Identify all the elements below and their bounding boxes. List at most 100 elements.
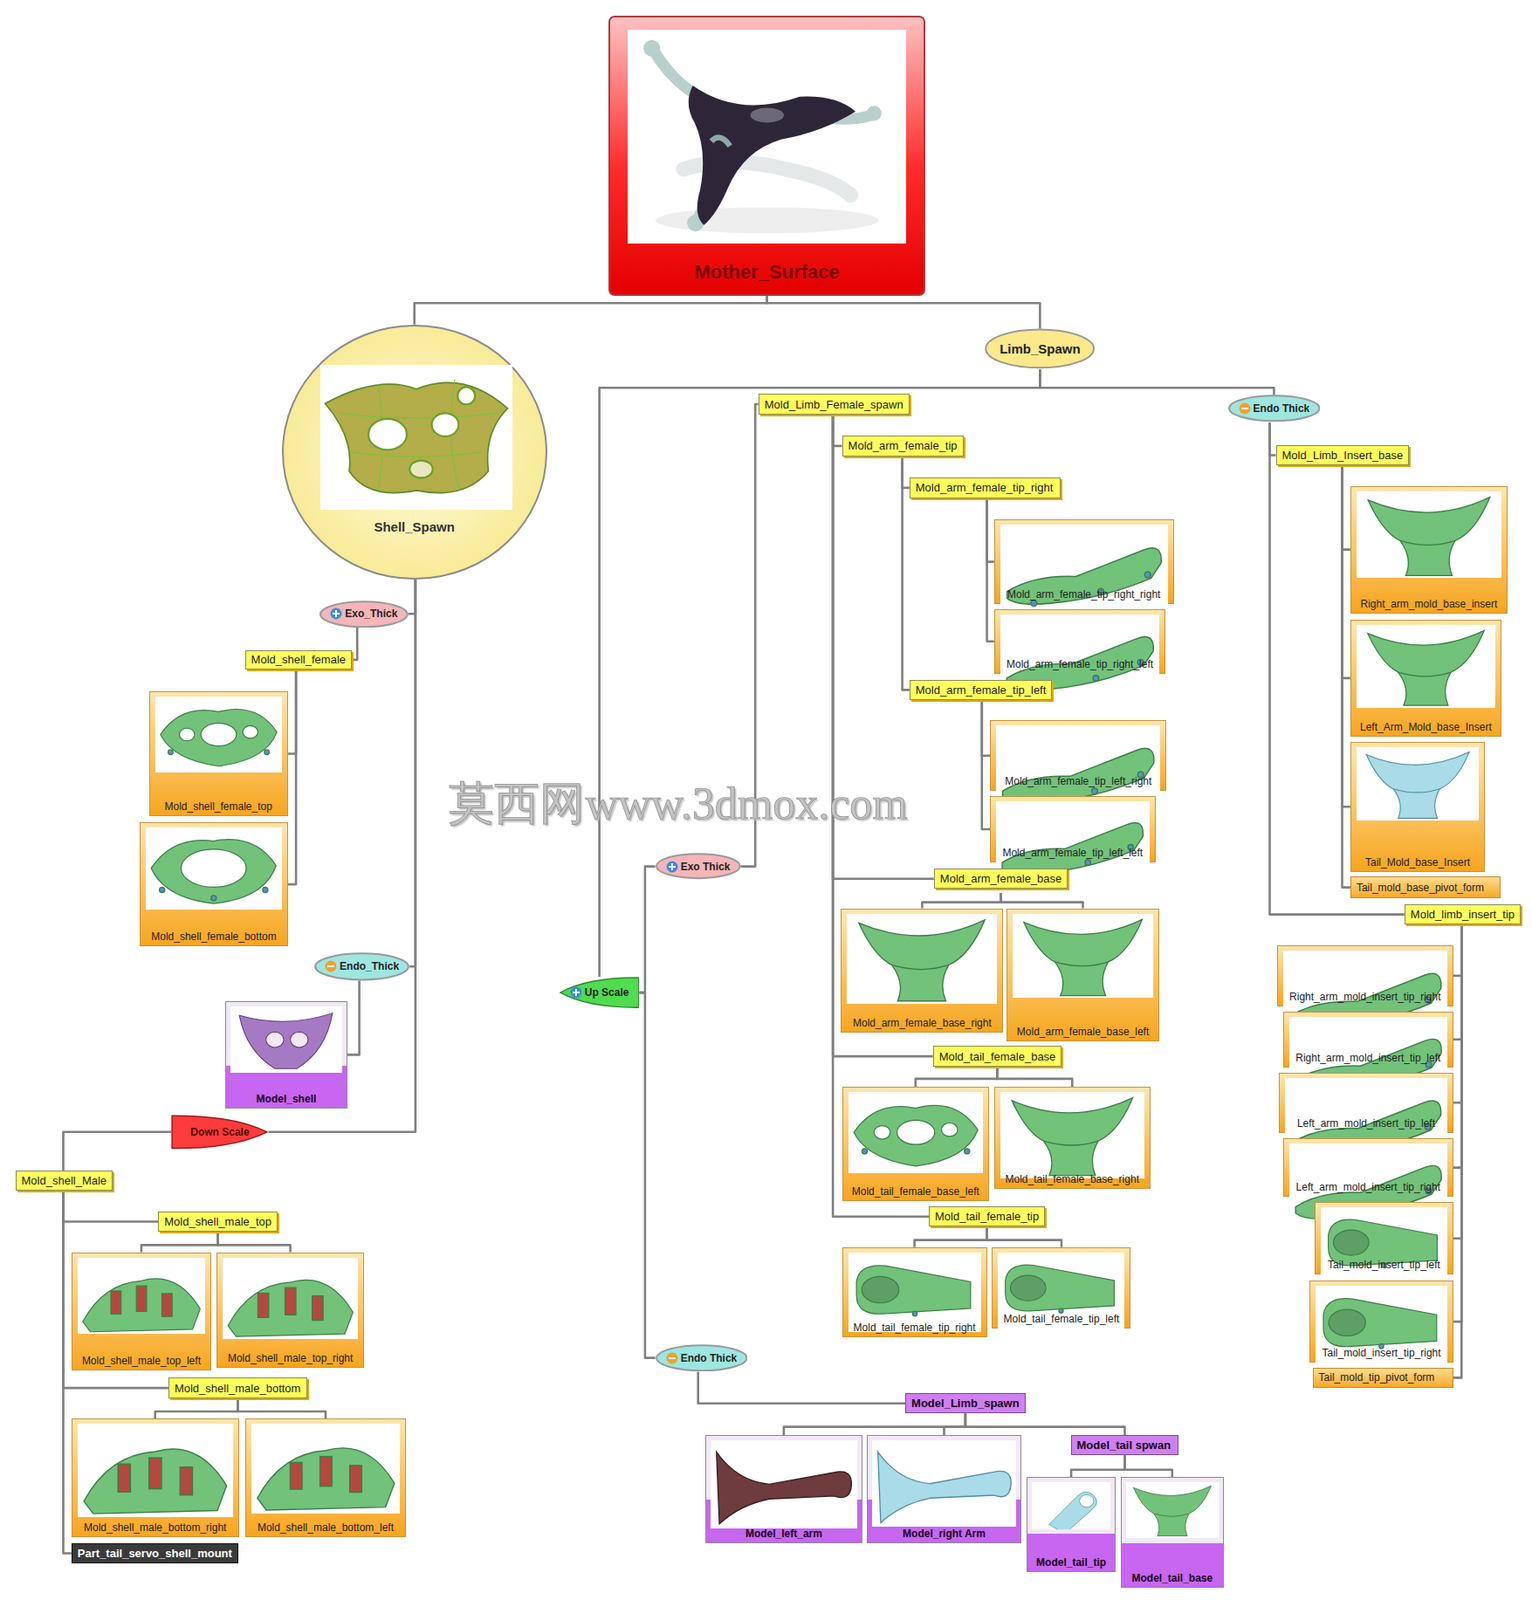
- part-label: Tail_mold_tip_pivot_form: [1312, 1367, 1454, 1388]
- node-label: Tail_mold_insert_tip_right: [1322, 1346, 1442, 1360]
- node-label: Mold_arm_female_tip_left: [915, 683, 1047, 697]
- part-thumbnail: Mold_arm_female_tip_right_left: [994, 609, 1166, 674]
- shape-detail: [368, 419, 407, 450]
- connector-line: [347, 981, 360, 1056]
- connector-line: [987, 498, 995, 642]
- model-thumbnail: Model_left_arm: [705, 1435, 863, 1544]
- shape-detail: [339, 378, 499, 490]
- shape-detail: [560, 977, 639, 1008]
- shape-detail: [1366, 752, 1470, 819]
- shape-detail: [1323, 1298, 1437, 1347]
- shape-detail: [319, 1456, 332, 1487]
- shape-detail: [877, 1451, 1011, 1523]
- part-illustration: [1320, 1207, 1448, 1284]
- shape-detail: [1328, 1310, 1366, 1337]
- connector-line: [915, 1066, 998, 1087]
- branch-ellipse: Limb_Spawn: [984, 328, 1095, 370]
- node-label: Left_arm_mold_insert_tip_left: [1297, 1117, 1436, 1130]
- part-thumbnail: Mold_shell_male_top_left: [71, 1252, 212, 1372]
- part-illustration: [145, 827, 282, 909]
- shape-detail: [1229, 396, 1320, 422]
- operation-ellipse: Endo Thick: [1228, 394, 1321, 423]
- connector-line: [982, 700, 990, 756]
- group-label: Mold_arm_female_tip: [842, 435, 964, 456]
- group-label: Mold_arm_female_tip_left: [909, 680, 1053, 701]
- connector-line: [698, 1371, 906, 1403]
- shape-detail: [332, 610, 340, 618]
- connector-line: [1342, 465, 1351, 807]
- connector-line: [1039, 369, 1274, 395]
- node-label: Mold_arm_female_base: [940, 872, 1062, 886]
- connector-line: [987, 1226, 1062, 1247]
- part-illustration: [77, 1257, 206, 1335]
- shape-detail: [83, 1449, 227, 1514]
- operation-ellipse: Exo Thick: [655, 852, 742, 880]
- shape-detail: [240, 1013, 334, 1070]
- part-illustration: [848, 1252, 982, 1333]
- shape-detail: [1393, 789, 1440, 793]
- shape-detail: [1011, 1098, 1133, 1176]
- connector-line: [288, 669, 296, 755]
- part-illustration: [77, 1423, 234, 1518]
- node-label: Tail_mold_base_pivot_form: [1356, 881, 1484, 894]
- shape-detail: [941, 1123, 958, 1137]
- node-label: Mold_arm_female_tip_left_right: [1004, 775, 1152, 788]
- shape-detail: [655, 206, 880, 234]
- node-label: Mold_shell_male_bottom_left: [257, 1521, 394, 1534]
- shape-detail: [668, 863, 676, 871]
- node-label: Model_tail spwan: [1077, 1438, 1172, 1452]
- shape-detail: [986, 329, 1095, 369]
- node-label: Mold_arm_female_tip_right_left: [1006, 658, 1154, 671]
- node-label: Right_arm_mold_insert_tip_right: [1289, 990, 1441, 1004]
- expand-icon: [666, 1352, 679, 1365]
- node-label: Mold_shell_male_bottom: [174, 1381, 302, 1395]
- connector-line: [1453, 924, 1462, 1322]
- part-label: Part_tail_servo_shell_mount: [71, 1543, 239, 1564]
- shape-detail: [1323, 1298, 1437, 1349]
- shape-detail: [856, 1265, 971, 1317]
- node-label: Mold_shell_male_bottom_right: [83, 1521, 227, 1534]
- node-label: Model_Limb_spawn: [911, 1396, 1020, 1410]
- group-label: Mold_tail_female_tip: [928, 1206, 1045, 1227]
- part-thumbnail: Left_arm_mold_insert_tip_left: [1278, 1072, 1454, 1134]
- node-label: Left_arm_mold_insert_tip_right: [1296, 1181, 1441, 1194]
- shape-detail: [858, 919, 985, 1001]
- connector-line: [63, 1132, 172, 1171]
- shape-detail: [1058, 1308, 1064, 1313]
- part-thumbnail: Mold_tail_female_base_left: [842, 1086, 990, 1202]
- shape-detail: [242, 725, 258, 739]
- shape-detail: [409, 460, 433, 478]
- shape-detail: [290, 1031, 309, 1048]
- node-label: Mold_Limb_Insert_base: [1282, 448, 1404, 462]
- shape-detail: [716, 1451, 852, 1524]
- shape-detail: [853, 1106, 978, 1167]
- node-label: Shell_Spawn: [373, 519, 455, 535]
- connector-line: [914, 1226, 988, 1247]
- shape-detail: [227, 1279, 353, 1337]
- node-label: Mold_tail_female_tip: [934, 1209, 1039, 1223]
- connector-line: [638, 992, 655, 1359]
- group-label: Mold_tail_female_base: [933, 1045, 1063, 1066]
- node-label: Mold_tail_female_tip_right: [853, 1321, 976, 1334]
- part-illustration: [251, 1423, 401, 1513]
- shape-detail: [262, 887, 268, 894]
- part-thumbnail: Right_arm_mold_insert_tip_left: [1283, 1011, 1454, 1068]
- root-node: Mother_Surface: [608, 15, 927, 297]
- node-label: Model_shell: [256, 1092, 317, 1106]
- group-label: Mold_Limb_Insert_base: [1276, 445, 1410, 466]
- connector-line: [1453, 924, 1462, 976]
- node-label: Right_arm_mold_insert_tip_left: [1295, 1051, 1441, 1065]
- shape-detail: [861, 1276, 900, 1303]
- shape-detail: [311, 1295, 323, 1320]
- connector-line: [351, 627, 358, 660]
- shape-detail: [339, 412, 499, 419]
- shape-detail: [289, 1463, 303, 1491]
- shape-detail: [149, 1457, 162, 1490]
- model-group-label: Model_tail spwan: [1071, 1435, 1180, 1456]
- shape-detail: [1023, 919, 1143, 996]
- part-illustration: [222, 1257, 359, 1340]
- shape-detail: [263, 748, 269, 755]
- expand-icon: [570, 986, 583, 999]
- shape-detail: [349, 451, 484, 457]
